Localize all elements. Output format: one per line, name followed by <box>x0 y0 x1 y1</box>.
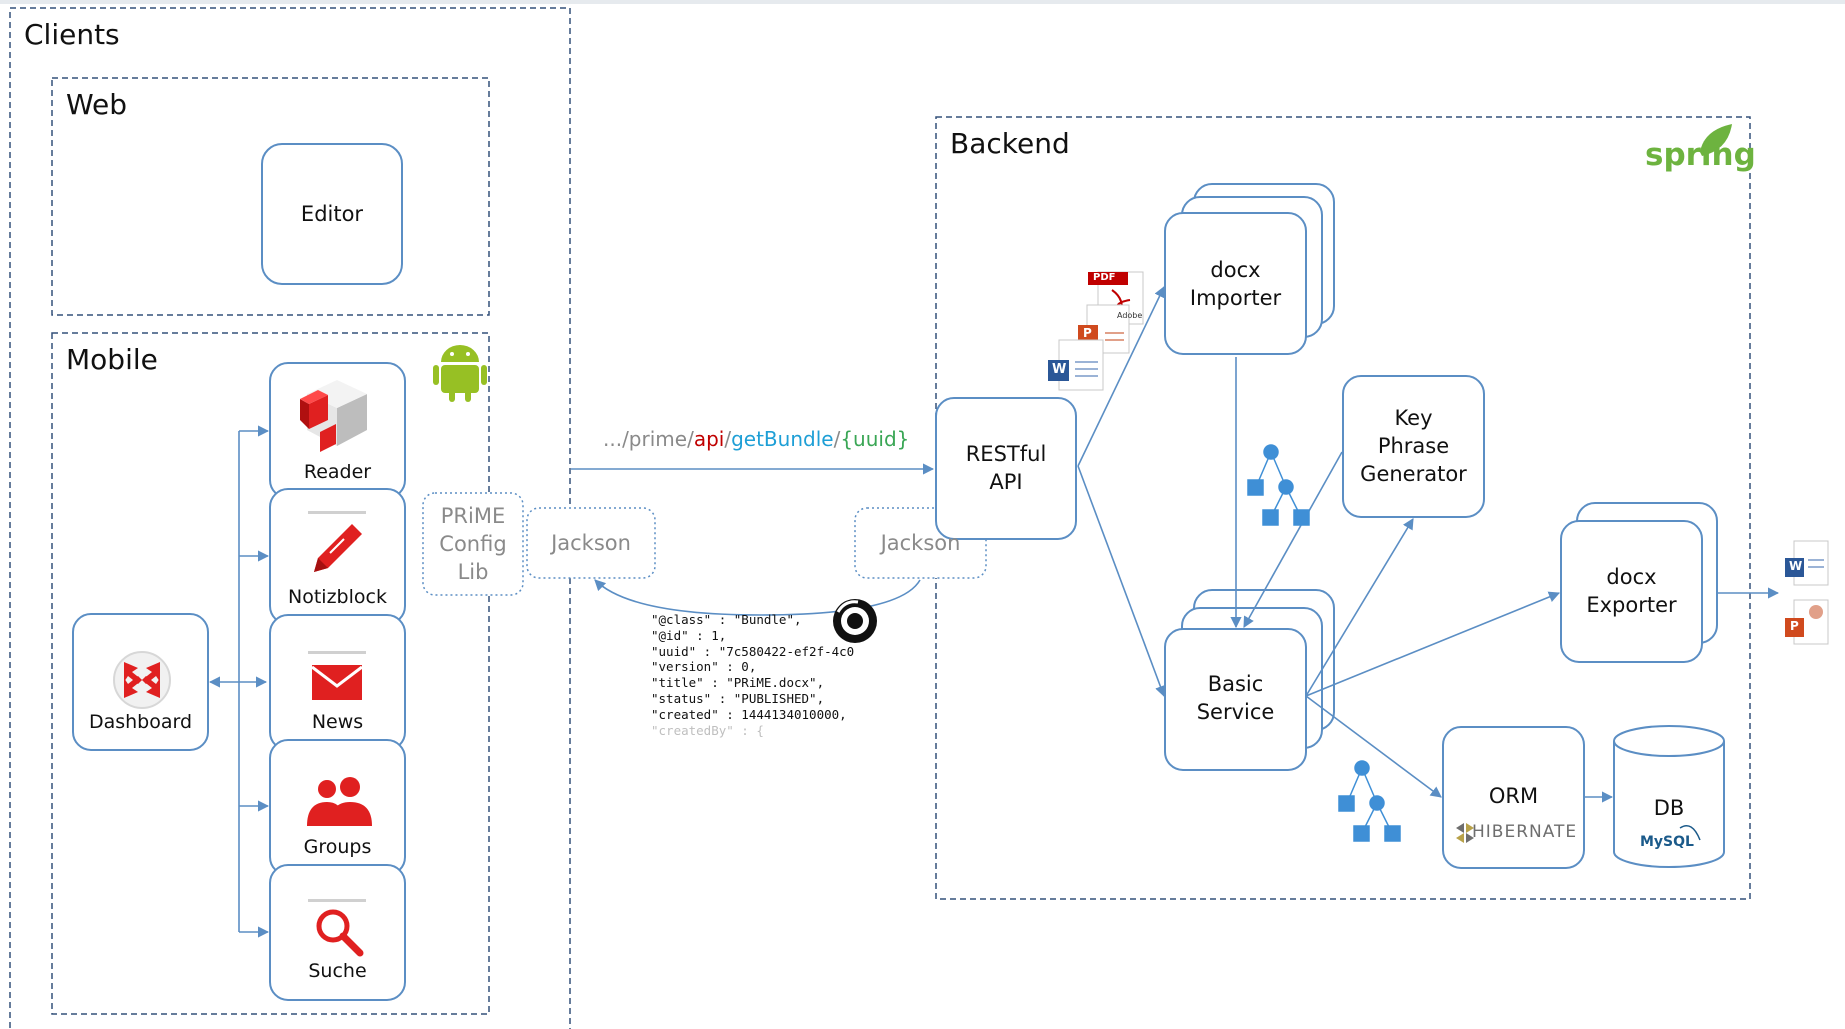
key-phrase-line-2: Phrase <box>1377 434 1450 458</box>
word-document-icon <box>1048 339 1104 391</box>
json-line: "created" : 1444134010000, <box>651 706 847 722</box>
config-lib-line-2: Config <box>439 532 507 556</box>
route-method: getBundle <box>731 427 834 451</box>
app-label-suche: Suche <box>308 960 367 982</box>
notizblock-pen-icon <box>308 511 366 572</box>
suche-magnifier-icon <box>308 899 366 957</box>
route-sep-2: / <box>833 427 841 451</box>
docx-importer-line-2: Importer <box>1189 286 1282 310</box>
docx-exporter-line-2: Exporter <box>1586 593 1677 617</box>
json-line: "@id" : 1, <box>651 627 727 643</box>
powerpoint-badge-text-out: P <box>1790 619 1799 633</box>
mysql-dolphin-icon <box>1679 825 1701 841</box>
docx-exporter-box <box>1560 520 1703 663</box>
jackson-left-label: Jackson <box>551 531 631 555</box>
editor-label: Editor <box>300 202 364 226</box>
basic-service-line-2: Service <box>1196 700 1275 724</box>
dashboard-arrows-icon <box>113 651 171 709</box>
hibernate-logo-icon <box>1456 823 1474 843</box>
restful-api-line-1: RESTful <box>965 442 1047 466</box>
backend-group-title: Backend <box>950 127 1070 160</box>
adobe-badge-text: Adobe <box>1117 311 1143 320</box>
route-sep-1: / <box>724 427 732 451</box>
route-param: {uuid} <box>840 427 910 451</box>
word-document-icon <box>1785 540 1829 586</box>
backend-arrows <box>1077 285 1780 803</box>
json-sample: "@class" : "Bundle","@id" : 1,"uuid" : "… <box>651 612 854 738</box>
web-group-title: Web <box>66 88 128 121</box>
docx-importer-line-1: docx <box>1210 258 1261 282</box>
dashboard-app-connectors <box>208 425 270 938</box>
app-box-suche <box>269 864 406 1001</box>
route-path: .../prime/api/getBundle/{uuid} <box>603 427 909 451</box>
app-label-notizblock: Notizblock <box>288 586 387 608</box>
json-line: "@class" : "Bundle", <box>651 612 802 627</box>
spring-leaf-icon <box>1700 124 1732 156</box>
mobile-group-border <box>51 332 490 1015</box>
config-lib-line-3: Lib <box>457 560 489 584</box>
docx-importer-stack <box>1164 183 1335 355</box>
groups-people-icon <box>307 777 372 826</box>
restful-api-box <box>935 397 1077 540</box>
dashboard-label: Dashboard <box>88 711 193 733</box>
json-line: "uuid" : "7c580422-ef2f-4c0 <box>651 643 855 659</box>
app-label-news: News <box>311 711 364 733</box>
db-label: DB <box>1653 796 1685 820</box>
web-group-border <box>51 77 490 316</box>
jackson-left-box <box>526 507 656 579</box>
clients-group-title: Clients <box>24 18 120 51</box>
restful-api-label: RESTful API <box>936 440 1076 496</box>
basic-service-stack <box>1164 589 1335 771</box>
word-badge-text-out: W <box>1789 559 1803 573</box>
docx-exporter-line-1: docx <box>1606 565 1657 589</box>
orm-label: ORM <box>1488 784 1539 808</box>
json-line: "version" : 0, <box>651 659 757 675</box>
json-line: "title" : "PRiME.docx", <box>651 675 825 691</box>
json-line: "status" : "PUBLISHED", <box>651 690 825 706</box>
basic-service-line-1: Basic <box>1207 672 1264 696</box>
app-label-groups: Groups <box>303 836 372 858</box>
tree-hierarchy-icon <box>1247 444 1310 526</box>
pdf-badge-text: PDF <box>1093 272 1116 283</box>
json-line: "createdBy" : { <box>651 722 764 738</box>
config-lib-label: PRiME Config Lib <box>423 502 523 586</box>
docx-exporter-label: docx Exporter <box>1561 563 1702 619</box>
json-logo-icon <box>833 599 877 643</box>
response-arrow <box>594 579 921 616</box>
news-envelope-icon <box>308 651 366 700</box>
tree-hierarchy-icon <box>1338 760 1401 842</box>
restful-api-line-2: API <box>989 470 1023 494</box>
config-lib-line-1: PRiME <box>440 504 506 528</box>
route-prefix: .../prime/ <box>603 427 694 451</box>
powerpoint-badge-text: P <box>1083 326 1092 340</box>
docx-importer-box <box>1164 212 1307 355</box>
jackson-right-label: Jackson <box>880 531 961 555</box>
orm-box <box>1442 726 1585 869</box>
route-api: api <box>693 427 725 451</box>
key-phrase-line-3: Generator <box>1360 462 1467 486</box>
key-phrase-generator-label: Key Phrase Generator <box>1343 404 1484 488</box>
config-lib-box <box>422 492 524 596</box>
hibernate-logo: HIBERNATE <box>1472 822 1578 842</box>
docx-importer-label: docx Importer <box>1165 256 1306 312</box>
spring-logo: spring <box>1645 137 1756 173</box>
reader-cube-icon <box>300 380 367 452</box>
mobile-group-title: Mobile <box>66 343 158 376</box>
docx-exporter-stack <box>1560 502 1718 663</box>
powerpoint-document-icon <box>1785 599 1829 645</box>
word-badge-text: W <box>1052 362 1067 377</box>
basic-service-label: Basic Service <box>1165 670 1306 726</box>
db-cylinder <box>1613 725 1725 868</box>
mysql-logo: MySQL <box>1640 834 1694 850</box>
key-phrase-line-1: Key <box>1394 406 1433 430</box>
basic-service-box <box>1164 628 1307 771</box>
editor-box <box>261 143 403 285</box>
android-icon <box>433 345 487 402</box>
key-phrase-generator-box <box>1342 375 1485 518</box>
app-label-reader: Reader <box>303 461 372 483</box>
